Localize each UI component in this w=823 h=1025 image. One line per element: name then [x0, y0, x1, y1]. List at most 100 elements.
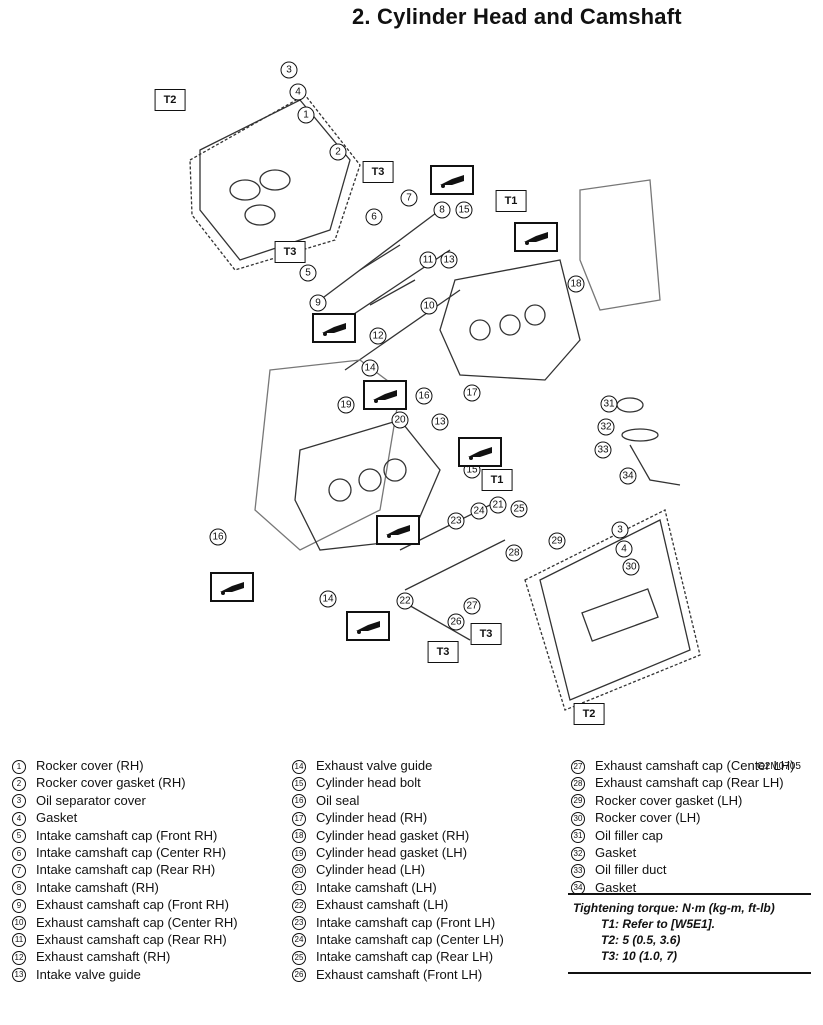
- legend-label: Intake camshaft cap (Front RH): [36, 827, 218, 843]
- legend-number: 3: [12, 794, 26, 809]
- callout-number: 23: [447, 512, 465, 530]
- callout-number: 11: [419, 251, 437, 269]
- callout-number: 14: [319, 590, 337, 608]
- callout-number: 17: [463, 384, 481, 402]
- callout-number: 30: [622, 558, 640, 576]
- callout-number: 21: [489, 496, 507, 514]
- callout-number: 29: [548, 532, 566, 550]
- legend-item: 5 Intake camshaft cap (Front RH): [12, 827, 238, 844]
- tightening-torque-box: Tightening torque: N·m (kg-m, ft-lb) T1:…: [568, 893, 811, 974]
- legend-number: 31: [571, 829, 585, 844]
- legend-label: Cylinder head bolt: [316, 775, 421, 791]
- legend-item: 7 Intake camshaft cap (Rear RH): [12, 861, 238, 878]
- legend-number: 32: [571, 846, 585, 861]
- torque-label: T3: [274, 241, 306, 263]
- callout-number: 8: [433, 201, 451, 219]
- legend-number: 27: [571, 759, 585, 774]
- legend-number: 7: [12, 863, 26, 878]
- legend-label: Intake valve guide: [36, 966, 141, 982]
- legend-number: 26: [292, 968, 306, 983]
- legend-label: Rocker cover (LH): [595, 810, 701, 826]
- legend-number: 12: [12, 950, 26, 965]
- legend-number: 28: [571, 776, 585, 791]
- callout-number: 31: [600, 395, 618, 413]
- callout-number: 6: [365, 208, 383, 226]
- callout-number: 34: [619, 467, 637, 485]
- callout-number: 15: [455, 201, 473, 219]
- legend-label: Exhaust camshaft (Front LH): [316, 966, 483, 982]
- callout-number: 19: [337, 396, 355, 414]
- callout-number: 3: [280, 61, 298, 79]
- diagram-drawing: [189, 94, 701, 711]
- legend-item: 27 Exhaust camshaft cap (Center LH): [571, 757, 794, 774]
- legend-label: Cylinder head (LH): [316, 862, 426, 878]
- legend-label: Oil seal: [316, 792, 360, 808]
- legend-number: 2: [12, 776, 26, 791]
- callout-number: 18: [567, 275, 585, 293]
- legend-label: Exhaust camshaft cap (Center RH): [36, 914, 238, 930]
- engine-block-drawing: [254, 179, 661, 551]
- legend-number: 8: [12, 881, 26, 896]
- legend-number: 17: [292, 811, 306, 826]
- legend-label: Intake camshaft cap (Rear LH): [316, 949, 494, 965]
- legend-number: 33: [571, 863, 585, 878]
- callout-number: 13: [431, 413, 449, 431]
- legend-label: Intake camshaft cap (Rear RH): [36, 862, 216, 878]
- legend-number: 4: [12, 811, 26, 826]
- callout-number: 27: [463, 597, 481, 615]
- callout-number: 3: [611, 521, 629, 539]
- legend-item: 33 Oil filler duct: [571, 861, 794, 878]
- callout-number: 26: [447, 613, 465, 631]
- sealant-tube-icon: [312, 313, 356, 343]
- torque-t2: T2: 5 (0.5, 3.6): [601, 933, 681, 947]
- legend-number: 15: [292, 776, 306, 791]
- legend-item: 15 Cylinder head bolt: [292, 774, 504, 791]
- legend-label: Exhaust camshaft cap (Center LH): [595, 758, 795, 773]
- grease-hand-icon: [363, 380, 407, 410]
- legend-label: Cylinder head gasket (LH): [316, 844, 468, 860]
- legend-label: Exhaust camshaft cap (Rear LH): [595, 775, 784, 791]
- torque-label: T3: [427, 641, 459, 663]
- torque-t1: T1: Refer to [W5E1].: [601, 917, 716, 931]
- torque-label: T3: [470, 623, 502, 645]
- legend-number: 22: [292, 898, 306, 913]
- callout-number: 14: [361, 359, 379, 377]
- legend-label: Intake camshaft cap (Center LH): [316, 931, 504, 947]
- legend-item: 32 Gasket: [571, 844, 794, 861]
- legend-label: Cylinder head gasket (RH): [316, 827, 470, 843]
- legend-number: 5: [12, 829, 26, 844]
- legend-label: Intake camshaft (LH): [316, 879, 437, 895]
- torque-label: T1: [481, 469, 513, 491]
- legend-label: Gasket: [595, 879, 637, 895]
- callout-number: 20: [391, 411, 409, 429]
- torque-heading: Tightening torque: N·m (kg-m, ft-lb): [573, 901, 775, 915]
- legend-label: Exhaust camshaft cap (Rear RH): [36, 931, 227, 947]
- sealant-tube-icon: [376, 515, 420, 545]
- torque-label: T1: [495, 190, 527, 212]
- cylinder-head-rh-drawing: [439, 259, 581, 381]
- torque-t3: T3: 10 (1.0, 7): [601, 949, 678, 963]
- legend-number: 14: [292, 759, 306, 774]
- legend-label: Gasket: [595, 844, 637, 860]
- oil-can-icon: [458, 437, 502, 467]
- legend-number: 10: [12, 916, 26, 931]
- callout-number: 13: [440, 251, 458, 269]
- legend-label: Oil filler duct: [595, 862, 667, 878]
- legend-label: Intake camshaft cap (Center RH): [36, 844, 227, 860]
- legend-number: 20: [292, 863, 306, 878]
